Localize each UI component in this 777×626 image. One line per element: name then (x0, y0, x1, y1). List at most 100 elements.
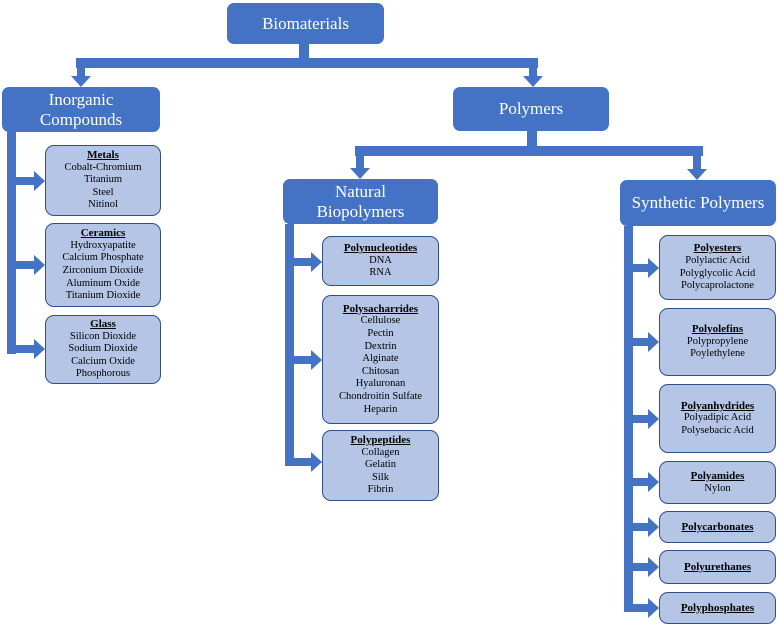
arrow-to-polyolefins-shaft (624, 338, 649, 346)
polymers-node: Polymers (453, 87, 609, 131)
arrow-to-polyesters-shaft (624, 264, 649, 272)
leaf-item: Hydroxyapatite (70, 239, 136, 251)
leaf-ceramics: Ceramics Hydroxyapatite Calcium Phosphat… (45, 223, 161, 307)
leaf-item: Aluminum Oxide (66, 277, 140, 289)
leaf-item: Polysebacic Acid (681, 424, 754, 436)
natural-title-line-1: Natural (335, 181, 386, 201)
leaf-title: Polypeptides (350, 434, 411, 447)
leaf-title: Metals (87, 149, 119, 162)
leaf-item: Gelatin (365, 459, 396, 471)
inorganic-compounds-node: Inorganic Compounds (2, 87, 160, 132)
leaf-title: Polyesters (693, 242, 742, 255)
leaf-item: DNA (369, 254, 392, 266)
leaf-item: Polycaprolactone (681, 280, 754, 292)
arrow-to-polyphosphates-head (648, 598, 659, 618)
leaf-polyanhydrides: Polyanhydrides Polyadipic Acid Polysebac… (659, 384, 776, 453)
leaf-glass: Glass Silicon Dioxide Sodium Dioxide Cal… (45, 315, 161, 384)
leaf-item: Dextrin (364, 340, 397, 352)
leaf-title: Glass (90, 318, 116, 331)
natural-title-line-2: Biopolymers (316, 201, 405, 221)
leaf-polyphosphates: Polyphosphates (659, 592, 776, 624)
arrow-to-glass-shaft (7, 345, 35, 353)
leaf-polysacharrides: Polysacharrides Cellulose Pectin Dextrin… (322, 295, 439, 424)
leaf-item: Nitinol (88, 199, 118, 211)
inorganic-spine (7, 132, 16, 354)
leaf-polypeptides: Polypeptides Collagen Gelatin Silk Fibri… (322, 430, 439, 501)
natural-spine (285, 224, 294, 466)
leaf-item: Poylethylene (690, 348, 745, 360)
leaf-polynucleotides: Polynucleotides DNA RNA (322, 236, 439, 286)
leaf-item: Cobalt-Chromium (64, 161, 142, 173)
arrow-to-polyanhydrides-shaft (624, 415, 649, 423)
leaf-item: Alginate (362, 353, 399, 365)
leaf-item: Silk (372, 471, 389, 483)
leaf-item: Sodium Dioxide (68, 343, 138, 355)
leaf-title: Polysacharrides (342, 302, 419, 315)
leaf-title: Ceramics (80, 227, 126, 240)
arrow-to-polynucleotides-shaft (285, 258, 312, 266)
arrow-to-polyphosphates-shaft (624, 604, 649, 612)
synthetic-label: Synthetic Polymers (631, 193, 765, 212)
leaf-title: Polycarbonates (681, 520, 754, 533)
leaf-item: Chondroitin Sulfate (338, 390, 423, 402)
arrow-to-polyamides-shaft (624, 478, 649, 486)
leaf-title: Polyolefins (691, 323, 744, 336)
arrow-to-polysacharrides-shaft (285, 356, 312, 364)
leaf-item: Titanium (83, 174, 123, 186)
leaf-title: Polynucleotides (343, 242, 418, 255)
polymers-stem (527, 131, 537, 151)
arrow-to-polyolefins-head (648, 332, 659, 352)
leaf-item: Zirconium Dioxide (62, 265, 144, 276)
natural-biopolymers-node: Natural Biopolymers (283, 179, 438, 224)
arrow-to-natural-head (350, 168, 370, 179)
leaf-title: Polyurethanes (683, 560, 752, 573)
arrow-to-ceramics-head (34, 255, 45, 275)
arrow-to-glass-head (34, 339, 45, 359)
leaf-polyurethanes: Polyurethanes (659, 550, 776, 584)
arrow-to-natural-shaft (356, 150, 364, 169)
arrow-to-metals-head (34, 171, 45, 191)
arrow-to-polyesters-head (648, 258, 659, 278)
arrow-to-polyamides-head (648, 472, 659, 492)
root-crossbar (76, 58, 538, 68)
leaf-item: Hyaluronan (355, 378, 406, 390)
leaf-item: Calcium Oxide (71, 355, 135, 367)
polymers-label: Polymers (498, 99, 564, 118)
leaf-polyesters: Polyesters Polylactic Acid Polyglycolic … (659, 235, 776, 300)
arrow-to-polycarbonates-shaft (624, 523, 649, 531)
leaf-metals: Metals Cobalt-Chromium Titanium Steel Ni… (45, 145, 161, 216)
arrow-to-synthetic-shaft (693, 150, 701, 170)
arrow-to-polyurethanes-head (648, 557, 659, 577)
inorganic-title-line-2: Compounds (39, 109, 123, 129)
arrow-to-polycarbonates-head (648, 517, 659, 537)
leaf-item: Polyglycolic Acid (679, 267, 756, 279)
arrow-to-polypeptides-head (311, 452, 322, 472)
leaf-item: Polypropylene (686, 335, 749, 347)
leaf-item: Fibrin (367, 484, 394, 496)
leaf-polycarbonates: Polycarbonates (659, 511, 776, 543)
arrow-to-polyanhydrides-head (648, 409, 659, 429)
leaf-item: Steel (92, 186, 114, 198)
leaf-item: Calcium Phosphate (62, 252, 144, 264)
arrow-to-polymers-shaft (529, 62, 537, 77)
leaf-item: Chitosan (361, 365, 400, 377)
leaf-polyamides: Polyamides Nylon (659, 461, 776, 504)
arrow-to-inorganic-head (71, 76, 91, 87)
synthetic-polymers-node: Synthetic Polymers (620, 180, 776, 226)
leaf-item: Silicon Dioxide (69, 330, 137, 342)
leaf-item: Titanium Dioxide (65, 290, 141, 302)
polymers-crossbar (355, 146, 703, 156)
arrow-to-synthetic-head (687, 169, 707, 180)
leaf-item: Collagen (361, 446, 400, 458)
leaf-polyolefins: Polyolefins Polypropylene Poylethylene (659, 308, 776, 376)
arrow-to-polypeptides-shaft (285, 458, 312, 466)
arrow-to-polyurethanes-shaft (624, 563, 649, 571)
leaf-item: Nylon (704, 482, 731, 494)
arrow-to-ceramics-shaft (7, 261, 35, 269)
root-node-biomaterials: Biomaterials (227, 3, 384, 44)
leaf-title: Polyphosphates (680, 601, 755, 614)
leaf-title: Polyanhydrides (680, 399, 755, 412)
root-stem (299, 44, 309, 64)
